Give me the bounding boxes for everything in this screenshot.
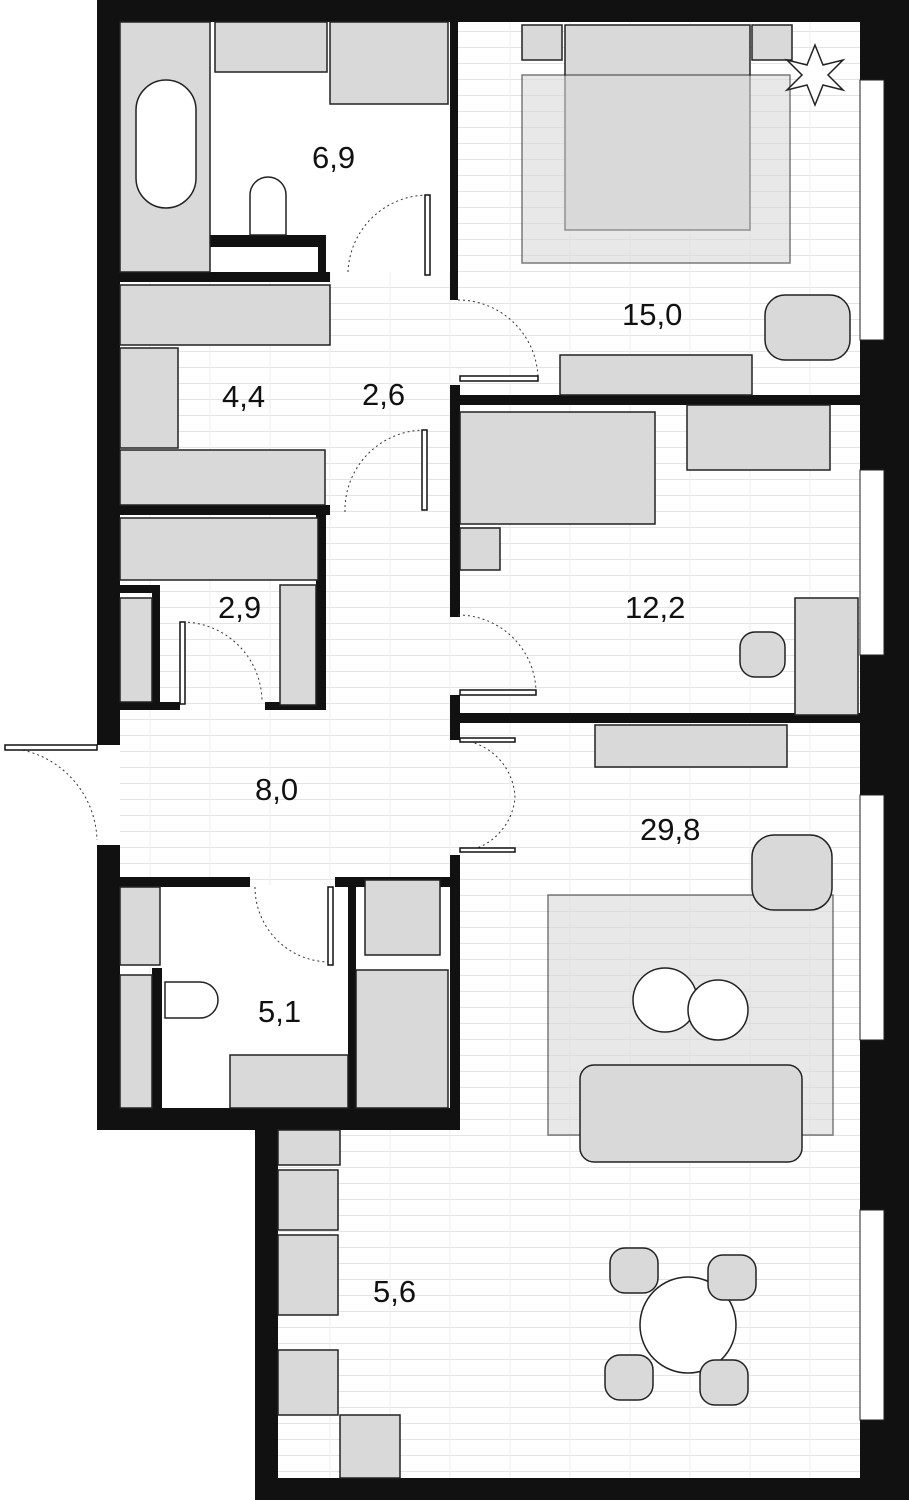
wardrobe (686, 404, 831, 471)
shower (355, 969, 449, 1109)
area-closet: 2,9 (218, 590, 261, 625)
sink (214, 21, 328, 73)
area-hall: 8,0 (255, 772, 298, 807)
window (859, 469, 885, 656)
door-wardrobe[interactable] (421, 429, 428, 511)
sofa (579, 1064, 803, 1163)
tv-stand (559, 354, 753, 396)
doors (4, 194, 539, 966)
area-labels: 6,9 15,0 4,4 2,6 12,2 2,9 8,0 29,8 5,1 5… (218, 140, 700, 1309)
area-kitchen: 5,6 (373, 1274, 416, 1309)
closet-rack (119, 517, 319, 581)
armchair (751, 834, 833, 911)
furniture (119, 21, 859, 1479)
door-bedroom-2[interactable] (459, 689, 537, 696)
rug (521, 74, 791, 264)
door-bathroom-2[interactable] (327, 886, 334, 966)
single-bed (459, 411, 656, 525)
area-living-room: 29,8 (640, 812, 700, 847)
shower (329, 21, 449, 105)
kitchen-sink (277, 1234, 339, 1316)
fridge (277, 1169, 339, 1231)
armchair (764, 294, 851, 361)
shelf (119, 347, 179, 449)
door-master-bedroom[interactable] (459, 375, 539, 382)
sink (229, 1054, 349, 1109)
door-bathroom-1[interactable] (424, 194, 431, 276)
toilet (164, 981, 219, 1019)
coffee-table (687, 979, 749, 1041)
area-master-bedroom: 15,0 (622, 297, 682, 332)
toilet (249, 176, 287, 236)
interior-walls (120, 22, 860, 1110)
plant-icon (784, 42, 846, 108)
chair (739, 631, 786, 678)
washing-machine (364, 879, 441, 956)
window (859, 1209, 885, 1421)
area-bathroom-1: 6,9 (312, 140, 355, 175)
door-living-room[interactable] (459, 737, 516, 743)
entrance-door[interactable] (4, 744, 98, 751)
area-bathroom-2: 5,1 (258, 994, 301, 1029)
shelf (119, 449, 326, 506)
area-bedroom-2: 12,2 (625, 590, 685, 625)
coffee-table (632, 967, 698, 1033)
dining-table (639, 1276, 737, 1374)
door-living-room[interactable] (459, 847, 516, 853)
window (859, 79, 885, 341)
area-wardrobe: 4,4 (222, 379, 265, 414)
dishwasher (277, 1349, 339, 1416)
tv-stand (594, 724, 788, 768)
area-corridor: 2,6 (362, 377, 405, 412)
door-closet[interactable] (179, 621, 186, 705)
window (859, 794, 885, 1041)
desk (794, 597, 859, 716)
stove (339, 1414, 401, 1479)
wardrobe-rack (119, 284, 331, 346)
outer-walls (97, 0, 909, 1500)
